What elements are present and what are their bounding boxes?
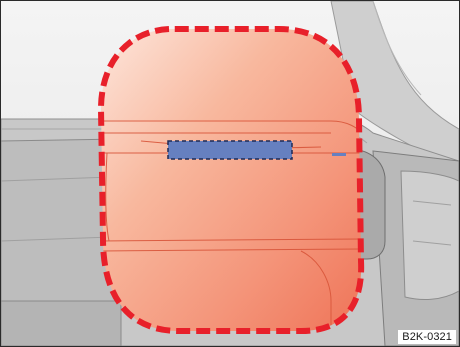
airbag-badge <box>332 153 346 156</box>
airbag-label-placard <box>168 141 292 159</box>
airbag-deployment-zone <box>97 29 367 331</box>
figure-reference-code: B2K-0321 <box>398 330 456 344</box>
